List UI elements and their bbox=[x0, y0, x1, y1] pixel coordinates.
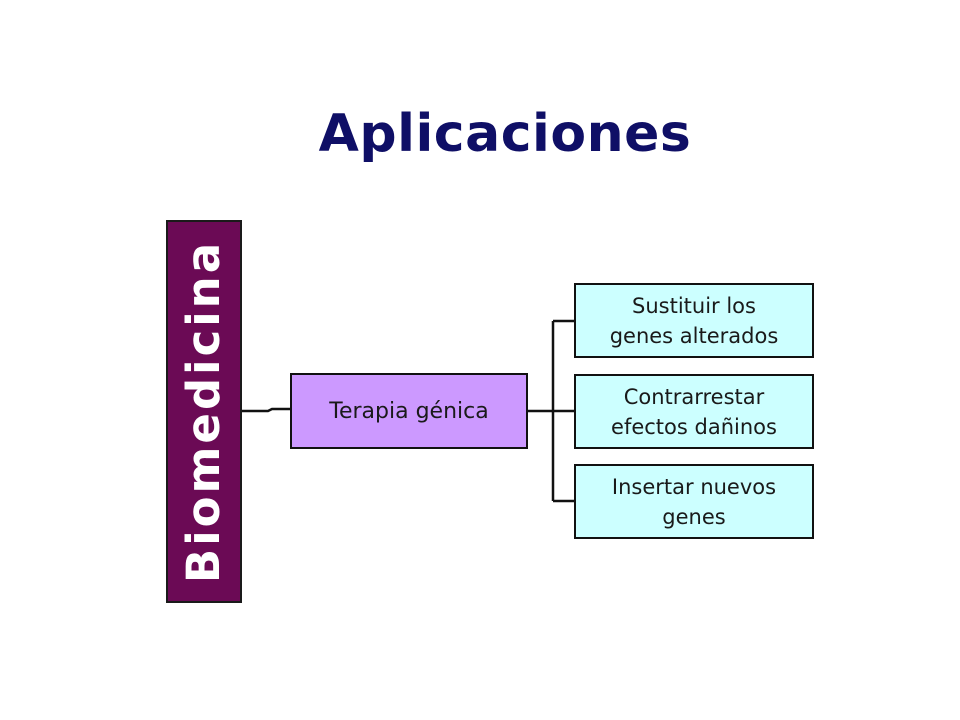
node-biomedicina: Biomedicina bbox=[166, 220, 242, 603]
node-leaf-label: Insertar nuevos genes bbox=[611, 474, 777, 529]
node-sustituir-genes: Sustituir los genes alterados bbox=[574, 283, 814, 358]
node-terapia-genica-label: Terapia génica bbox=[329, 398, 489, 424]
node-contrarrestar-efectos: Contrarrestar efectos dañinos bbox=[574, 374, 814, 449]
connector-root-to-terapia bbox=[242, 407, 290, 413]
node-insertar-genes: Insertar nuevos genes bbox=[574, 464, 814, 539]
node-leaf-label: Sustituir los genes alterados bbox=[609, 293, 779, 348]
page-title: Aplicaciones bbox=[318, 104, 692, 164]
node-biomedicina-label: Biomedicina bbox=[177, 239, 231, 584]
node-terapia-genica: Terapia génica bbox=[290, 373, 528, 449]
node-leaf-label: Contrarrestar efectos dañinos bbox=[611, 384, 777, 439]
